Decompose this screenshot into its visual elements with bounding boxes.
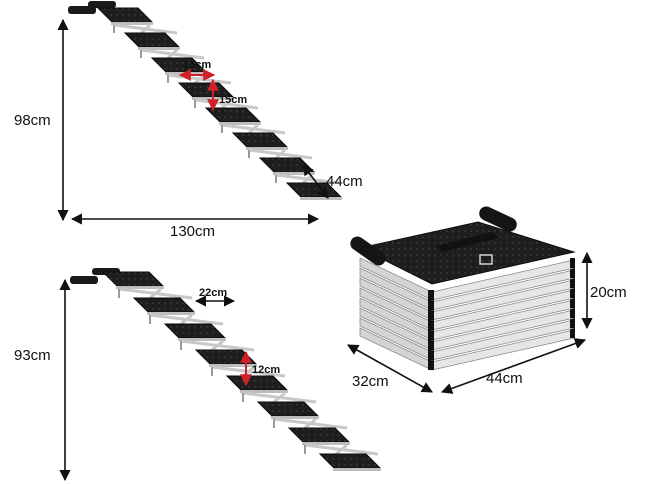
folded-layer-hinge: [428, 290, 434, 300]
step-tread: [96, 7, 154, 23]
step-rise-label: 15cm: [219, 94, 247, 106]
folded-layer-hinge: [570, 278, 575, 288]
frame-strut: [275, 148, 286, 160]
handle-icon: [68, 6, 96, 14]
dimension-height-top: 98cm: [14, 18, 69, 222]
step-edge: [333, 468, 381, 471]
step-edge: [302, 442, 350, 445]
step-depth-label: 22cm: [199, 287, 227, 299]
folded-layer-hinge: [570, 288, 575, 298]
step-edge: [273, 172, 315, 175]
dimension-folded-depth: 32cm: [347, 344, 433, 393]
folded-layer-hinge: [428, 340, 434, 350]
step-tread: [256, 401, 320, 417]
dimension-step-rise-bottom: 12cm: [240, 350, 280, 387]
step-edge: [246, 147, 288, 150]
frame-strut: [335, 443, 348, 456]
step-edge: [300, 197, 342, 200]
folded-layer-hinge: [428, 360, 434, 370]
frame-strut: [180, 313, 193, 326]
frame-strut: [211, 339, 224, 352]
step-edge: [147, 312, 195, 315]
folded-depth-label: 32cm: [352, 373, 389, 390]
handle-icon: [88, 1, 116, 8]
step-edge: [178, 338, 226, 341]
folded-layer-hinge: [570, 258, 575, 268]
extended-stairs-bottom: [70, 268, 382, 471]
step-tread: [101, 271, 165, 287]
folded-layer-hinge: [570, 328, 575, 338]
step-tread: [132, 297, 196, 313]
folded-layer-hinge: [428, 310, 434, 320]
frame-strut: [273, 391, 286, 404]
folded-height-label: 20cm: [590, 284, 627, 301]
folded-layer-hinge: [570, 298, 575, 308]
step-depth-label: 15cm: [183, 59, 211, 71]
step-tread: [318, 453, 382, 469]
step-rise-label: 12cm: [252, 364, 280, 376]
dimension-folded-height: 20cm: [581, 251, 627, 330]
folded-stairs: [350, 206, 576, 371]
frame-strut: [149, 287, 162, 300]
folded-top-tread: [358, 221, 576, 285]
dimension-step-depth-top: 15cm: [178, 59, 216, 81]
frame-strut: [167, 48, 178, 60]
folded-layer-hinge: [428, 350, 434, 360]
handle-icon: [350, 236, 386, 266]
width-label: 44cm: [326, 173, 363, 190]
height-label: 98cm: [14, 112, 51, 129]
folded-layer-hinge: [428, 330, 434, 340]
step-edge: [111, 22, 153, 25]
dimension-step-depth-bottom: 22cm: [194, 287, 236, 307]
handle-icon: [479, 206, 517, 232]
dimension-length-top: 130cm: [70, 213, 320, 240]
step-edge: [138, 47, 180, 50]
height-label: 93cm: [14, 347, 51, 364]
step-edge: [271, 416, 319, 419]
dimension-folded-width: 44cm: [440, 338, 587, 394]
step-edge: [116, 286, 164, 289]
length-label: 130cm: [170, 223, 215, 240]
step-tread: [231, 132, 289, 148]
folded-layer-hinge: [428, 320, 434, 330]
strap: [436, 232, 498, 252]
folded-layer-hinge: [570, 308, 575, 318]
folded-layer-hinge: [570, 268, 575, 278]
dimension-width-top: 44cm: [302, 164, 363, 199]
dimension-height-bottom: 93cm: [14, 278, 71, 482]
folded-width-label: 44cm: [486, 370, 523, 387]
step-edge: [219, 122, 261, 125]
frame-strut: [304, 417, 317, 430]
folded-layer-hinge: [570, 318, 575, 328]
extended-stairs-top: [68, 1, 343, 200]
step-tread: [225, 375, 289, 391]
step-edge: [209, 364, 257, 367]
step-edge: [240, 390, 288, 393]
step-tread: [123, 32, 181, 48]
frame-strut: [221, 98, 232, 110]
step-tread: [287, 427, 351, 443]
dimension-step-rise-top: 15cm: [207, 78, 247, 112]
step-tread: [204, 107, 262, 123]
step-tread: [163, 323, 227, 339]
handle-icon: [70, 276, 98, 284]
folded-layer-hinge: [428, 300, 434, 310]
frame-strut: [140, 23, 151, 35]
frame-strut: [248, 123, 259, 135]
buckle-icon: [479, 254, 493, 265]
